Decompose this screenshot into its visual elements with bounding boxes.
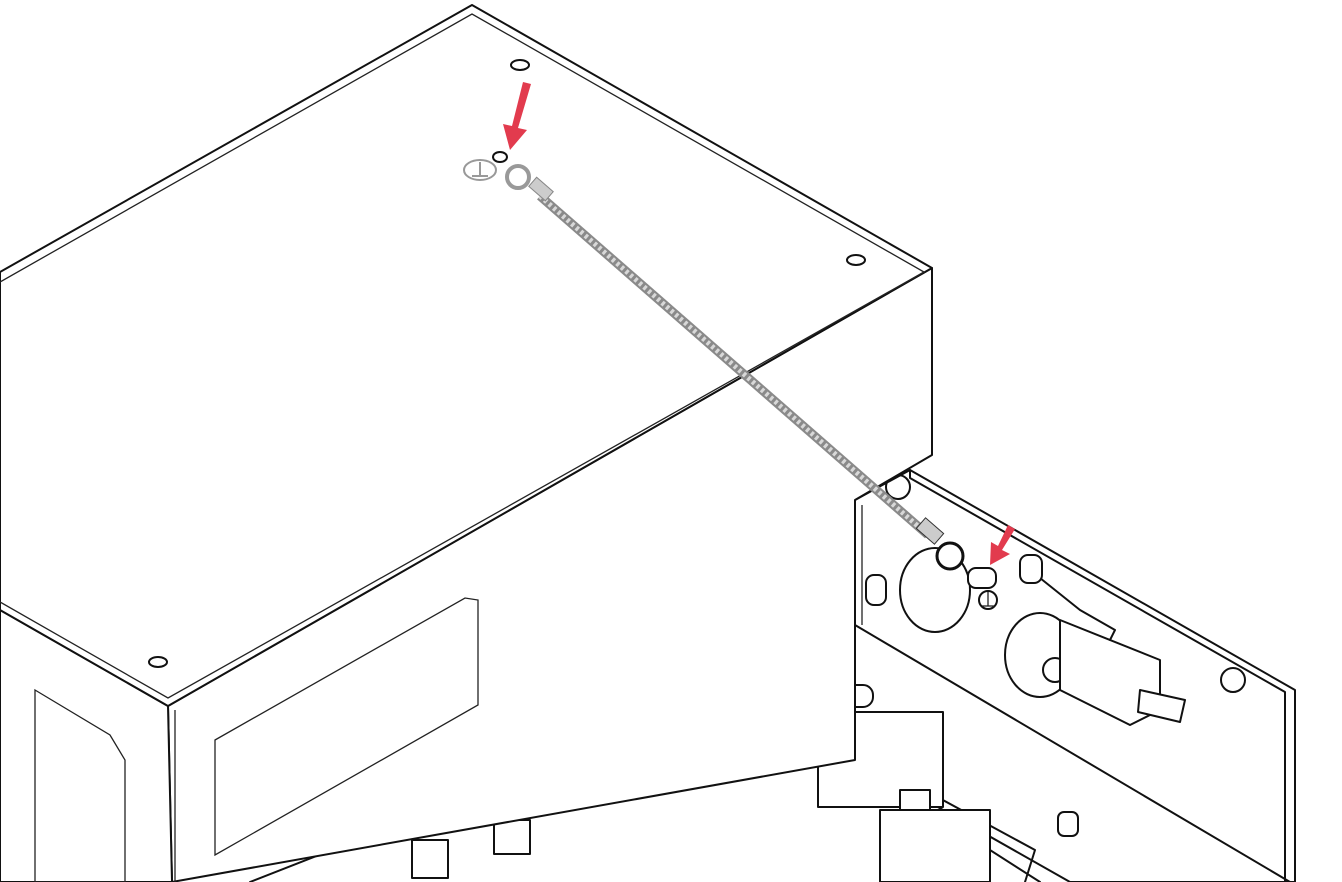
knockout: [899, 547, 971, 633]
enclosure-lid: [0, 4, 933, 882]
ring-terminal: [505, 164, 531, 190]
ground-symbol-icon: [978, 590, 998, 610]
grounding-strap: [505, 164, 965, 571]
arrow-icon: [990, 525, 1015, 565]
ring-terminal: [935, 541, 965, 571]
arrow-icon: [503, 82, 531, 150]
ground-symbol-icon: [463, 159, 497, 181]
